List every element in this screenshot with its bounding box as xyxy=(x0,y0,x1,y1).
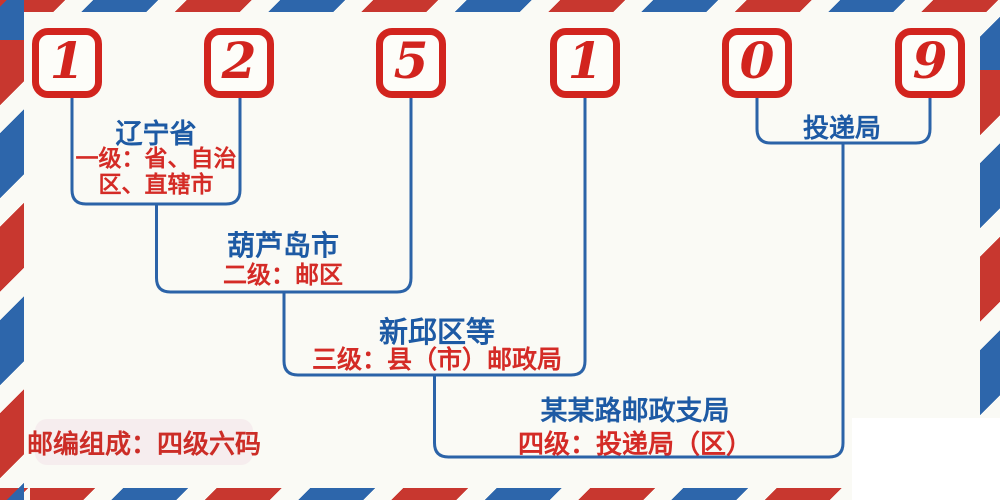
level4-name-label: 某某路邮政支局 xyxy=(540,396,730,426)
level5-name-label: 投递局 xyxy=(802,113,882,143)
level3-desc-label: 三级：县（市）邮政局 xyxy=(311,346,563,374)
digit-2: 2 xyxy=(221,31,257,90)
level2-desc-label: 二级：邮区 xyxy=(223,262,343,289)
digit-6: 9 xyxy=(912,31,948,90)
digit-4: 1 xyxy=(567,31,603,90)
digit-5: 0 xyxy=(739,31,775,90)
composition-note-text: 邮编组成：四级六码 xyxy=(27,429,262,459)
level2-name-label: 葫芦岛市 xyxy=(226,230,340,261)
digit-box-3: 5 xyxy=(376,28,446,98)
digit-3: 5 xyxy=(393,31,429,90)
digit-1: 1 xyxy=(49,31,85,90)
level1-desc-label: 一级：省、自治区、直辖市 xyxy=(75,145,237,197)
level3-name-label: 新邱区等 xyxy=(378,317,496,349)
bracket-level5 xyxy=(755,98,932,145)
digit-box-1: 1 xyxy=(32,28,102,98)
digit-box-2: 2 xyxy=(204,28,274,98)
level1-name-label: 辽宁省 xyxy=(115,119,197,149)
bottom-right-white-patch xyxy=(852,418,1000,500)
digit-box-6: 9 xyxy=(895,28,965,98)
bracket-level4 xyxy=(433,143,845,459)
level4-desc-label: 四级：投递局（区） xyxy=(517,429,753,459)
digit-box-5: 0 xyxy=(722,28,792,98)
composition-note-badge: 邮编组成：四级六码 xyxy=(27,419,261,465)
digit-box-4: 1 xyxy=(550,28,620,98)
